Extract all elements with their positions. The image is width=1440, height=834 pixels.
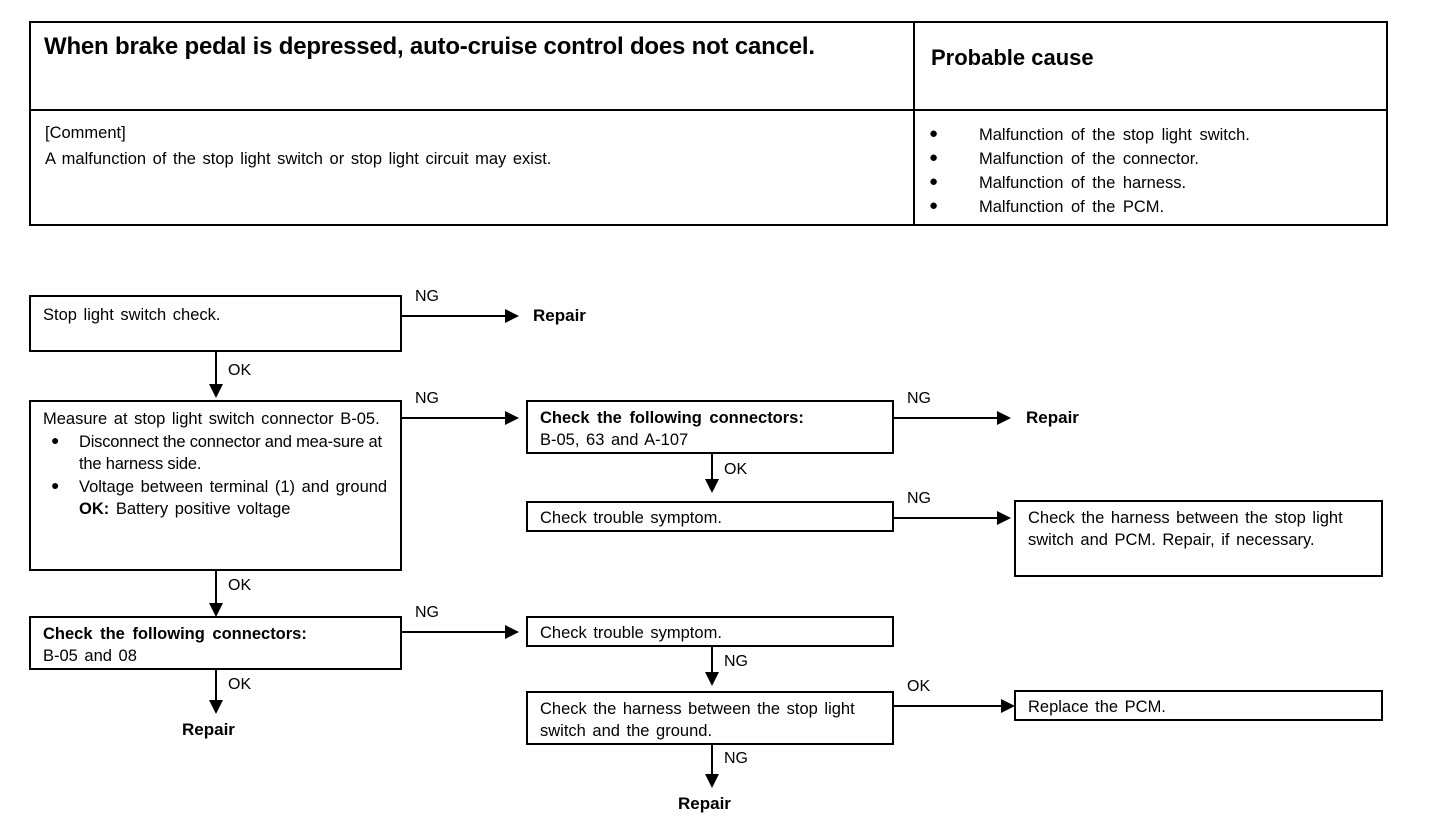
edge-line [215,352,217,390]
list-item: ● Malfunction of the harness. [929,171,1374,195]
flow-box-text: Check the harness between the stop light… [540,700,855,741]
flow-box-check-trouble-symptom-2: Check trouble symptom. [526,616,894,647]
probable-cause-header: Probable cause [931,45,1094,70]
edge-line [894,517,1002,519]
terminal-repair-bottom-left: Repair [182,720,235,739]
edge-arrow-icon [505,309,519,323]
edge-label-ng: NG [724,750,748,767]
edge-arrow-icon [209,700,223,714]
flow-box-check-connectors-b05-08: Check the following connectors: B-05 and… [29,616,402,670]
flow-box-text: Check trouble symptom. [540,509,722,527]
bullet-icon: ● [929,125,939,142]
terminal-repair-top: Repair [533,306,586,325]
edge-line [894,417,1002,419]
flow-box-text: Check the harness between the stop light… [1028,509,1343,550]
edge-arrow-icon [209,603,223,617]
edge-label-ng: NG [724,653,748,670]
bullet-icon: ● [929,197,939,215]
edge-line [215,670,217,706]
edge-label-ng: NG [415,390,439,407]
list-item: ● Voltage between terminal (1) and groun… [43,477,391,521]
flow-box-title: Check the following connectors: [43,625,307,643]
flow-box-title: Measure at stop light switch connector B… [43,410,380,428]
flow-box-text: Stop light switch check. [43,306,221,324]
list-item: ● Malfunction of the connector. [929,147,1374,171]
cause-text: Malfunction of the connector. [979,150,1199,169]
flow-box-list: ● Disconnect the connector and mea-sure … [43,432,391,521]
edge-line [402,315,510,317]
edge-arrow-icon [505,411,519,425]
flow-box-ok-label: OK: [79,500,110,519]
bullet-icon: ● [51,432,60,449]
edge-arrow-icon [705,479,719,493]
edge-line [711,454,713,484]
flow-box-check-connectors-b05-63-a107: Check the following connectors: B-05, 63… [526,400,894,454]
edge-label-ok: OK [228,577,252,594]
edge-label-ok: NG [415,604,439,621]
terminal-repair-mid-right: Repair [1026,408,1079,427]
flow-box-title: Check the following connectors: [540,409,804,427]
flow-box-check-harness-stop-light-switch-pcm: Check the harness between the stop light… [1014,500,1383,577]
edge-arrow-icon [705,672,719,686]
flow-box-check-trouble-symptom-1: Check trouble symptom. [526,501,894,532]
edge-arrow-icon [997,511,1011,525]
flow-box-stop-light-switch-check: Stop light switch check. [29,295,402,352]
list-item: ● Malfunction of the stop light switch. [929,123,1374,147]
list-item: ● Malfunction of the PCM. [929,195,1374,219]
edge-label-ng: OK [228,676,252,693]
flow-box-text: Replace the PCM. [1028,698,1166,716]
edge-line [894,705,1009,707]
bullet-icon: ● [929,173,939,191]
bullet-icon: ● [51,477,60,494]
cause-text: Malfunction of the PCM. [979,198,1165,217]
cause-text: Malfunction of the harness. [979,174,1187,193]
list-item: ● Disconnect the connector and mea-sure … [43,432,391,476]
comment-text: A malfunction of the stop light switch o… [45,149,552,168]
flow-box-ok-value: Battery positive voltage [115,500,291,519]
probable-cause-header-cell: Probable cause [915,23,1386,109]
edge-label-ng: NG [907,390,931,407]
probable-cause-list: ● Malfunction of the stop light switch. ●… [929,120,1374,219]
edge-label-ok: OK [907,678,931,695]
symptom-title-cell: When brake pedal is depressed, auto-crui… [31,23,915,109]
symptom-table-body-row: [Comment] A malfunction of the stop ligh… [31,109,1386,224]
edge-label-ng: NG [907,490,931,507]
flow-box-body: B-05, 63 and A-107 [540,431,689,450]
flow-box-replace-pcm: Replace the PCM. [1014,690,1383,721]
edge-arrow-icon [1001,699,1015,713]
probable-cause-cell: ● Malfunction of the stop light switch. ●… [915,111,1386,224]
symptom-table-header-row: When brake pedal is depressed, auto-crui… [31,23,1386,109]
edge-arrow-icon [997,411,1011,425]
flow-box-text: Check trouble symptom. [540,624,722,642]
terminal-repair-bottom-mid: Repair [678,794,731,813]
edge-line [402,417,510,419]
cause-text: Malfunction of the stop light switch. [979,126,1250,144]
bullet-icon: ● [929,149,939,167]
edge-arrow-icon [505,625,519,639]
edge-line [711,647,713,677]
edge-line [711,745,713,779]
edge-line [402,631,510,633]
edge-label-ok: OK [228,362,252,379]
flow-box-measure-stop-light-switch-connector: Measure at stop light switch connector B… [29,400,402,571]
edge-label-ok: OK [724,461,748,478]
flow-box-list-text: Voltage between terminal (1) and ground [79,478,388,497]
edge-arrow-icon [705,774,719,788]
edge-label-ng: NG [415,288,439,305]
comment-cell: [Comment] A malfunction of the stop ligh… [31,111,915,224]
flow-box-body: B-05 and 08 [43,647,137,666]
symptom-title: When brake pedal is depressed, auto-crui… [44,33,815,60]
comment-label: [Comment] [45,124,126,142]
flow-box-list-text: Disconnect the connector and mea-sure at… [79,433,382,474]
symptom-table: When brake pedal is depressed, auto-crui… [29,21,1388,226]
edge-arrow-icon [209,384,223,398]
flow-box-check-harness-stop-light-switch-ground: Check the harness between the stop light… [526,691,894,745]
edge-line [215,571,217,609]
